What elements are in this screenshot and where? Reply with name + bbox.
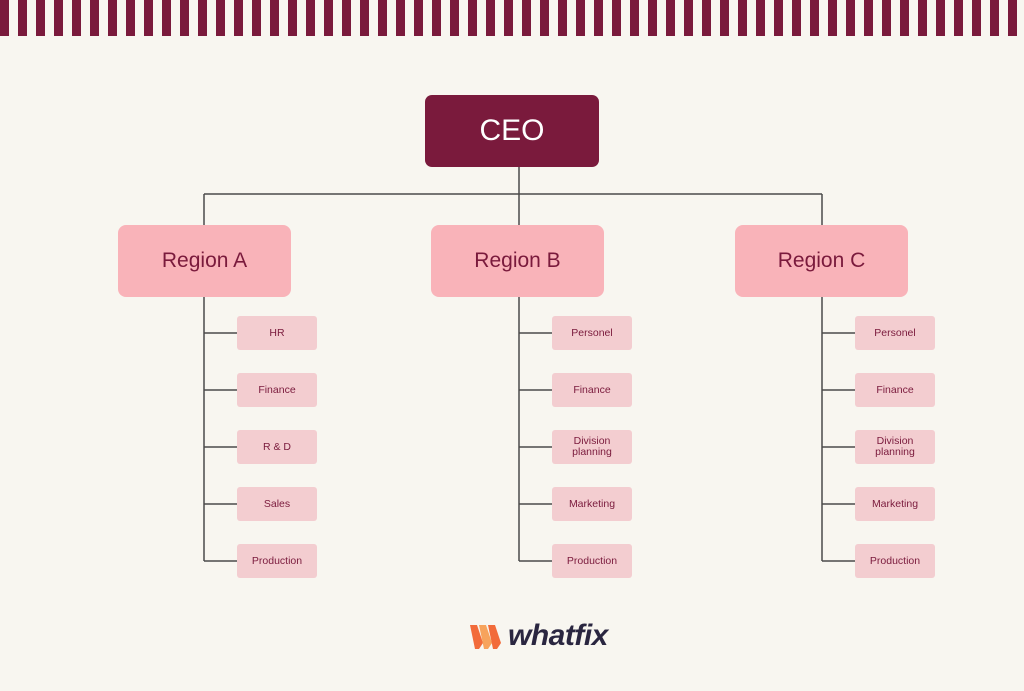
region-b-dept-division-planning: Division planning <box>552 430 632 464</box>
region-a-node: Region A <box>118 225 291 297</box>
region-b-dept-finance: Finance <box>552 373 632 407</box>
region-c-dept-personel: Personel <box>855 316 935 350</box>
ceo-node: CEO <box>425 95 599 167</box>
region-a-dept-rnd: R & D <box>237 430 317 464</box>
region-b-dept-personel: Personel <box>552 316 632 350</box>
region-c-dept-marketing: Marketing <box>855 487 935 521</box>
region-b-dept-marketing: Marketing <box>552 487 632 521</box>
region-a-dept-finance: Finance <box>237 373 317 407</box>
region-a-dept-sales: Sales <box>237 487 317 521</box>
region-c-dept-production: Production <box>855 544 935 578</box>
top-stripe-border <box>0 0 1024 36</box>
whatfix-logo-text: whatfix <box>508 619 608 652</box>
region-c-dept-finance: Finance <box>855 373 935 407</box>
region-a-dept-production: Production <box>237 544 317 578</box>
region-c-node: Region C <box>735 225 908 297</box>
whatfix-logo: whatfix <box>470 616 608 656</box>
region-b-node: Region B <box>431 225 604 297</box>
region-a-dept-hr: HR <box>237 316 317 350</box>
region-c-dept-division-planning: Division planning <box>855 430 935 464</box>
region-b-dept-production: Production <box>552 544 632 578</box>
whatfix-w-icon <box>470 625 501 649</box>
